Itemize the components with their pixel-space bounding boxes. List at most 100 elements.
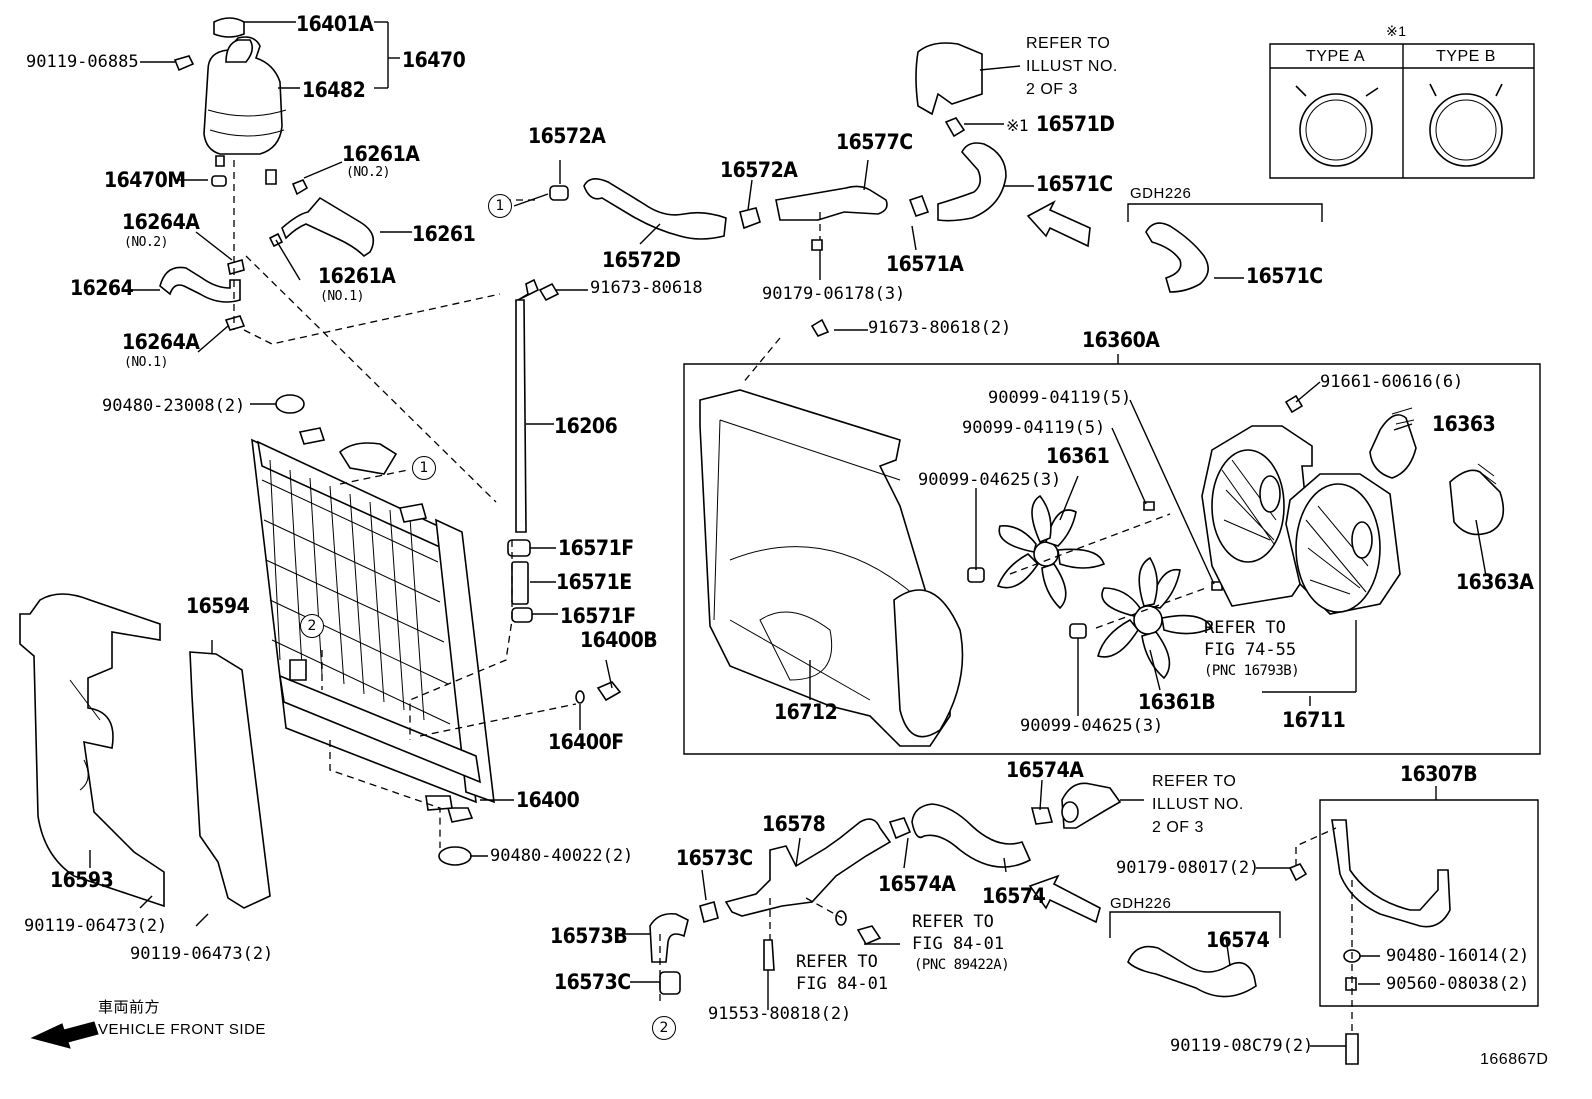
upper-hoses-drawing: [540, 43, 1208, 336]
type-box: [1270, 44, 1534, 178]
part-label[interactable]: 90480-16014(2): [1386, 946, 1530, 966]
part-label[interactable]: 16578: [762, 812, 826, 836]
part-label[interactable]: 90099-04119(5): [962, 418, 1106, 438]
part-label[interactable]: 16571D: [1036, 112, 1115, 136]
part-label[interactable]: 16594: [186, 594, 250, 618]
part-label[interactable]: 16261: [412, 222, 476, 246]
part-label[interactable]: 16470M: [104, 168, 186, 192]
part-label[interactable]: 91553-80818(2): [708, 1004, 852, 1024]
type-b-label: TYPE B: [1436, 48, 1496, 65]
part-label[interactable]: 16572A: [720, 158, 798, 182]
part-label[interactable]: 91673-80618(2): [868, 318, 1012, 338]
refer-text[interactable]: ILLUST NO.: [1026, 58, 1118, 75]
part-label[interactable]: 90099-04625(3): [1020, 716, 1164, 736]
part-label[interactable]: 16400F: [548, 730, 624, 754]
gdh-bracket-lower: [1110, 912, 1280, 938]
refer-text[interactable]: REFER TO: [1026, 35, 1111, 52]
part-label[interactable]: 91661-60616(6): [1320, 372, 1464, 392]
refer-text[interactable]: REFER TO: [796, 952, 878, 972]
refer-text[interactable]: (PNC 16793B): [1204, 663, 1300, 679]
part-label[interactable]: 16571F: [560, 604, 636, 628]
seal-drawing: [20, 594, 270, 908]
part-label[interactable]: 16470: [402, 48, 466, 72]
refer-text[interactable]: 2 OF 3: [1152, 819, 1204, 836]
part-label[interactable]: 16573C: [554, 970, 631, 994]
part-label[interactable]: 16400B: [580, 628, 658, 652]
part-label[interactable]: 16712: [774, 700, 838, 724]
refer-text[interactable]: REFER TO: [1152, 773, 1237, 790]
part-label[interactable]: 16574A: [1006, 758, 1084, 782]
part-label[interactable]: 16261A: [342, 142, 420, 166]
note-mark: ※1: [1386, 23, 1407, 39]
circle-ref-2: 2: [300, 614, 324, 638]
part-label[interactable]: 90099-04119(5): [988, 388, 1132, 408]
part-label[interactable]: 90119-06473(2): [130, 944, 274, 964]
part-note: (NO.1): [124, 355, 168, 370]
part-label[interactable]: 16360A: [1082, 328, 1160, 352]
refer-text[interactable]: REFER TO: [1204, 618, 1286, 638]
part-label[interactable]: 16261A: [318, 264, 396, 288]
part-label[interactable]: 16206: [554, 414, 618, 438]
part-label[interactable]: 16482: [302, 78, 366, 102]
refer-text[interactable]: REFER TO: [912, 912, 994, 932]
bracket-box: [1320, 800, 1538, 1006]
part-label[interactable]: 90179-08017(2): [1116, 858, 1260, 878]
part-label[interactable]: 16307B: [1400, 762, 1478, 786]
part-label[interactable]: 90099-04625(3): [918, 470, 1062, 490]
part-label[interactable]: 90480-40022(2): [490, 846, 634, 866]
part-label[interactable]: 16571C: [1246, 264, 1323, 288]
part-label[interactable]: 16572A: [528, 124, 606, 148]
part-label[interactable]: 16573C: [676, 846, 753, 870]
flow-arrow-upper: [1028, 202, 1090, 246]
part-label[interactable]: 16264: [70, 276, 134, 300]
circle-ref-1: 1: [488, 194, 512, 218]
gdh-bracket-upper: [1128, 204, 1322, 222]
part-note: (NO.1): [320, 289, 364, 304]
part-label[interactable]: 16400: [516, 788, 580, 812]
fan-shroud-drawing: [700, 390, 963, 746]
part-label[interactable]: 16593: [50, 868, 114, 892]
part-label[interactable]: 16361: [1046, 444, 1110, 468]
part-label[interactable]: 90119-06473(2): [24, 916, 168, 936]
part-label[interactable]: 16571E: [556, 570, 632, 594]
circle-ref-1: 1: [412, 456, 436, 480]
refer-text[interactable]: FIG 84-01: [796, 974, 889, 994]
part-label[interactable]: 16401A: [296, 12, 374, 36]
part-label[interactable]: 16571C: [1036, 172, 1113, 196]
part-label[interactable]: 90119-08C79(2): [1170, 1036, 1314, 1056]
part-label[interactable]: 90179-06178(3): [762, 284, 906, 304]
part-label[interactable]: 16577C: [836, 130, 913, 154]
part-label[interactable]: 16264A: [122, 330, 200, 354]
fan-motor-drawing: [1202, 396, 1503, 614]
refer-text[interactable]: ILLUST NO.: [1152, 796, 1244, 813]
part-label[interactable]: 16571A: [886, 252, 964, 276]
part-label[interactable]: 91673-80618: [590, 278, 703, 298]
part-label[interactable]: 16264A: [122, 210, 200, 234]
part-label[interactable]: 16363A: [1456, 570, 1534, 594]
part-label[interactable]: 16361B: [1138, 690, 1216, 714]
part-label[interactable]: 16573B: [550, 924, 628, 948]
lower-hoses-drawing: [650, 783, 1256, 996]
refer-text[interactable]: 2 OF 3: [1026, 81, 1078, 98]
part-label[interactable]: 90480-23008(2): [102, 396, 246, 416]
dashed-lines: [234, 160, 1352, 1034]
part-label[interactable]: 90119-06885: [26, 52, 139, 72]
gdh-label: GDH226: [1130, 185, 1192, 202]
part-label[interactable]: 16571F: [558, 536, 634, 560]
part-label[interactable]: 16363: [1432, 412, 1496, 436]
part-label[interactable]: 90560-08038(2): [1386, 974, 1530, 994]
part-label[interactable]: 16572D: [602, 248, 681, 272]
refer-text[interactable]: FIG 84-01: [912, 934, 1005, 954]
refer-text[interactable]: FIG 74-55: [1204, 640, 1297, 660]
refer-text[interactable]: (PNC 89422A): [914, 957, 1010, 973]
vehicle-front-jp: 車両前方: [98, 999, 161, 1016]
part-label[interactable]: 16574A: [878, 872, 956, 896]
part-label[interactable]: 16574: [982, 884, 1046, 908]
part-label[interactable]: 16711: [1282, 708, 1346, 732]
radiator-drawing: [252, 280, 620, 865]
note-mark: ※1: [1006, 116, 1029, 135]
part-label[interactable]: 16574: [1206, 928, 1270, 952]
gdh-label: GDH226: [1110, 895, 1172, 912]
type-a-label: TYPE A: [1306, 48, 1366, 65]
